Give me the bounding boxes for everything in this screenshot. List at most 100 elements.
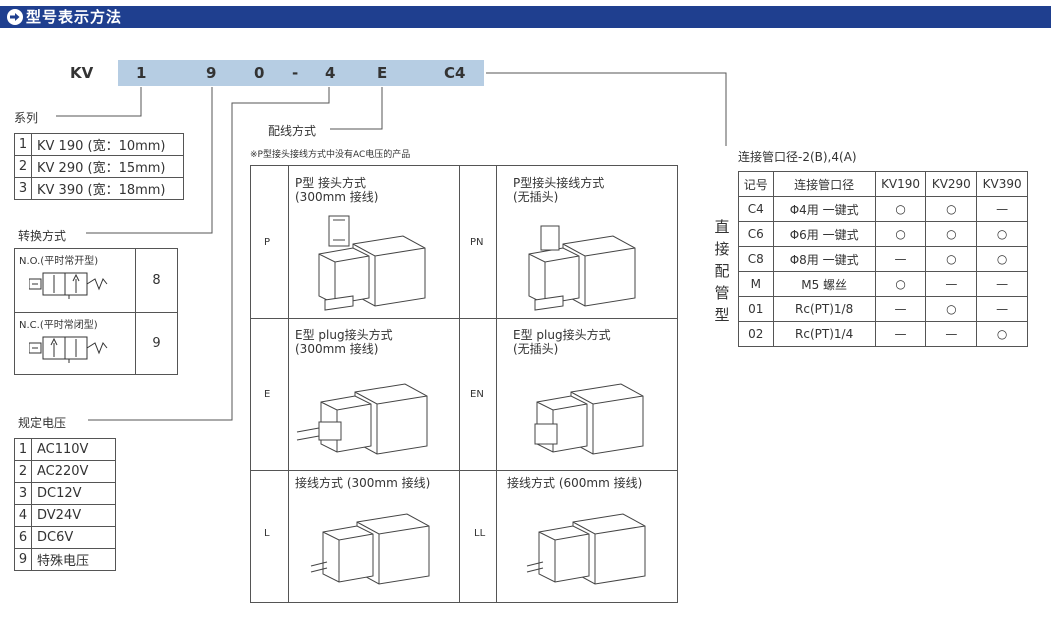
switch-label-no: N.O.(平时常开型) xyxy=(19,256,99,267)
wiring-desc-line2: (300mm 接线) xyxy=(295,190,379,204)
table-header-row: 记号 连接管口径 KV190 KV290 KV390 xyxy=(738,171,1028,197)
wiring-note: ※P型接头接线方式中没有AC电压的产品 xyxy=(250,150,411,160)
voltage-num: 9 xyxy=(14,548,32,571)
pipe-code: M xyxy=(738,271,774,297)
pipe-code: 01 xyxy=(738,296,774,322)
model-prefix: KV xyxy=(70,64,94,82)
voltage-label: AC220V xyxy=(31,460,116,483)
solenoid-valve-p-icon xyxy=(318,215,426,311)
pipe-size: Φ4用 一键式 xyxy=(772,196,876,222)
voltage-num: 2 xyxy=(14,460,32,483)
solenoid-valve-l-icon xyxy=(310,513,430,585)
series-num: 2 xyxy=(14,155,32,178)
wiring-desc-line1: P型 接头方式 xyxy=(295,176,367,190)
availability-kv290: — xyxy=(925,271,978,297)
code-char-zero: 0 xyxy=(254,64,265,82)
table-row: 2 KV 290 (宽：15mm) xyxy=(14,155,184,178)
availability-kv190: — xyxy=(874,296,927,322)
grid-divider xyxy=(251,470,677,471)
voltage-num: 1 xyxy=(14,438,32,461)
grid-divider xyxy=(459,166,460,602)
availability-kv290: — xyxy=(925,321,978,347)
wiring-desc: P型接头接线方式 (无插头) xyxy=(513,176,604,204)
availability-kv290: ○ xyxy=(925,221,978,247)
pipe-size: M5 螺丝 xyxy=(772,271,876,297)
pipe-col-header: KV390 xyxy=(976,171,1028,197)
availability-kv290: ○ xyxy=(925,196,978,222)
switching-heading: 转换方式 xyxy=(18,229,67,243)
wiring-desc-line1: 接线方式 (300mm 接线) xyxy=(295,476,431,490)
code-char-switch: 9 xyxy=(206,64,217,82)
series-table: 1 KV 190 (宽：10mm) 2 KV 290 (宽：15mm) 3 KV… xyxy=(14,133,184,200)
table-row: 1 KV 190 (宽：10mm) xyxy=(14,133,184,156)
voltage-label: DC6V xyxy=(31,526,116,549)
pipe-col-header: 记号 xyxy=(738,171,774,197)
switch-value-no: 8 xyxy=(135,248,178,313)
switch-cell-no: N.O.(平时常开型) xyxy=(14,248,136,313)
code-char-pipe: C4 xyxy=(444,64,466,82)
table-row: M M5 螺丝 ○ — — xyxy=(738,271,1028,297)
pipe-code: 02 xyxy=(738,321,774,347)
switch-label-nc: N.C.(平时常闭型) xyxy=(19,320,98,331)
table-row: 3 KV 390 (宽：18mm) xyxy=(14,177,184,200)
availability-kv390: ○ xyxy=(976,246,1028,272)
availability-kv290: ○ xyxy=(925,246,978,272)
solenoid-valve-pn-icon xyxy=(528,225,636,311)
wiring-desc: E型 plug接头方式 (300mm 接线) xyxy=(295,328,393,356)
pipe-code: C6 xyxy=(738,221,774,247)
voltage-label: 特殊电压 xyxy=(31,548,116,571)
series-num: 3 xyxy=(14,177,32,200)
arrow-circle-icon xyxy=(7,9,23,25)
wiring-desc-line1: 接线方式 (600mm 接线) xyxy=(507,476,643,490)
table-row: C4 Φ4用 一键式 ○ ○ — xyxy=(738,196,1028,222)
availability-kv290: ○ xyxy=(925,296,978,322)
switching-table: N.O.(平时常开型) 8 N.C.(平时常闭型) xyxy=(14,248,178,375)
switch-value-nc: 9 xyxy=(135,312,178,375)
table-row: 02 Rc(PT)1/4 — — ○ xyxy=(738,321,1028,347)
wiring-heading: 配线方式 xyxy=(268,124,317,138)
pipe-code: C4 xyxy=(738,196,774,222)
solenoid-valve-en-icon xyxy=(534,383,644,455)
grid-divider xyxy=(496,166,497,602)
wiring-desc-line2: (无插头) xyxy=(513,190,559,204)
table-row: 01 Rc(PT)1/8 — ○ — xyxy=(738,296,1028,322)
model-code-bar xyxy=(118,60,484,86)
wiring-desc-line2: (无插头) xyxy=(513,342,559,356)
voltage-num: 6 xyxy=(14,526,32,549)
wiring-code: PN xyxy=(470,237,484,248)
grid-divider xyxy=(251,318,677,319)
code-char-voltage: 4 xyxy=(325,64,336,82)
page-title: 型号表示方法 xyxy=(26,8,123,26)
voltage-label: AC110V xyxy=(31,438,116,461)
series-label: KV 190 (宽：10mm) xyxy=(31,133,184,156)
wiring-code: P xyxy=(264,237,271,248)
wiring-desc-line1: E型 plug接头方式 xyxy=(295,328,393,342)
grid-divider xyxy=(288,166,289,602)
pipe-code: C8 xyxy=(738,246,774,272)
table-row: C8 Φ8用 一键式 — ○ ○ xyxy=(738,246,1028,272)
availability-kv190: ○ xyxy=(874,196,927,222)
pipe-col-header: KV190 xyxy=(874,171,927,197)
availability-kv190: — xyxy=(874,246,927,272)
switch-cell-nc: N.C.(平时常闭型) xyxy=(14,312,136,375)
table-row: N.O.(平时常开型) 8 xyxy=(14,248,178,313)
wiring-code: L xyxy=(264,528,270,539)
solenoid-valve-e-icon xyxy=(296,383,428,455)
pipe-size: Rc(PT)1/4 xyxy=(772,321,876,347)
solenoid-valve-ll-icon xyxy=(526,513,646,585)
wiring-code: E xyxy=(264,389,271,400)
voltage-heading: 规定电压 xyxy=(18,416,67,430)
header-bar xyxy=(0,6,1051,28)
wiring-desc: P型 接头方式 (300mm 接线) xyxy=(295,176,378,204)
series-label: KV 290 (宽：15mm) xyxy=(31,155,184,178)
pipe-table: 记号 连接管口径 KV190 KV290 KV390 C4 Φ4用 一键式 ○ … xyxy=(738,171,1028,347)
wiring-grid: P PN E EN L LL P型 接头方式 (300mm 接线) P型接头接线… xyxy=(250,165,678,603)
